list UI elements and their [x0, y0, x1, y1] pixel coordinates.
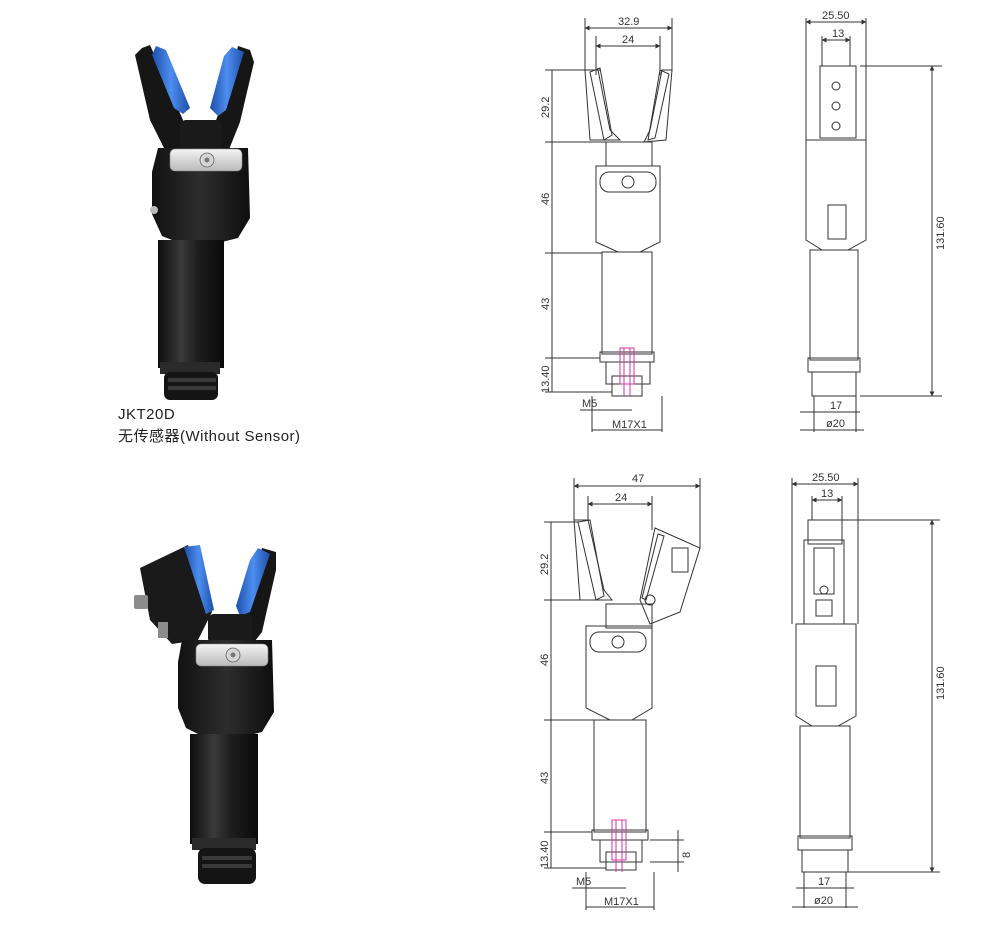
dim-height-jaw: 29.2: [540, 97, 552, 118]
side-view-drawing-top: [800, 18, 942, 432]
side-view-drawing-bottom: [791, 478, 940, 908]
dim-tube-width: 17: [818, 876, 830, 888]
dim-height-thread: 13.40: [540, 365, 552, 393]
dim-thread-small: M5: [576, 876, 591, 888]
dim-height-tube: 43: [540, 298, 552, 310]
dim-height-body: 46: [539, 654, 551, 666]
dim-side-width-outer: 25.50: [822, 10, 850, 22]
dim-side-width-inner: 13: [821, 488, 833, 500]
gripper-photo-with-sensor: [134, 545, 276, 884]
dimension-labels-bottom: 47 24 29.2 46 43 13.40 8 M5 M17X1 25.50 …: [539, 472, 947, 908]
dimension-labels-top: 32.9 24 29.2 46 43 13.40 M5 M17X1 25.50 …: [540, 10, 947, 431]
dim-total-height: 131.60: [935, 666, 947, 700]
dim-diameter: ø20: [814, 895, 833, 907]
dim-height-thread: 13.40: [539, 840, 551, 868]
dim-width-inner: 24: [622, 34, 634, 46]
gripper-photo-without-sensor: [135, 45, 254, 400]
dim-thread-main: M17X1: [604, 896, 639, 908]
dim-total-height: 131.60: [935, 216, 947, 250]
product-model: JKT20D: [118, 406, 176, 423]
product-variant: 无传感器(Without Sensor): [118, 428, 301, 445]
dim-height-body: 46: [540, 193, 552, 205]
dim-width-outer: 47: [632, 473, 644, 485]
dim-thread-main: M17X1: [612, 419, 647, 431]
dim-width-inner: 24: [615, 492, 627, 504]
dim-side-width-inner: 13: [832, 28, 844, 40]
dim-diameter: ø20: [826, 418, 845, 430]
dim-tube-width: 17: [830, 400, 842, 412]
dim-side-width-outer: 25.50: [812, 472, 840, 484]
dim-width-outer: 32.9: [618, 16, 639, 28]
dim-thread-offset: 8: [681, 852, 693, 858]
dim-thread-small: M5: [582, 398, 597, 410]
dim-height-tube: 43: [539, 772, 551, 784]
dim-height-jaw: 29.2: [539, 554, 551, 575]
front-view-drawing-bottom: [544, 478, 701, 910]
front-view-drawing-top: [545, 18, 673, 432]
